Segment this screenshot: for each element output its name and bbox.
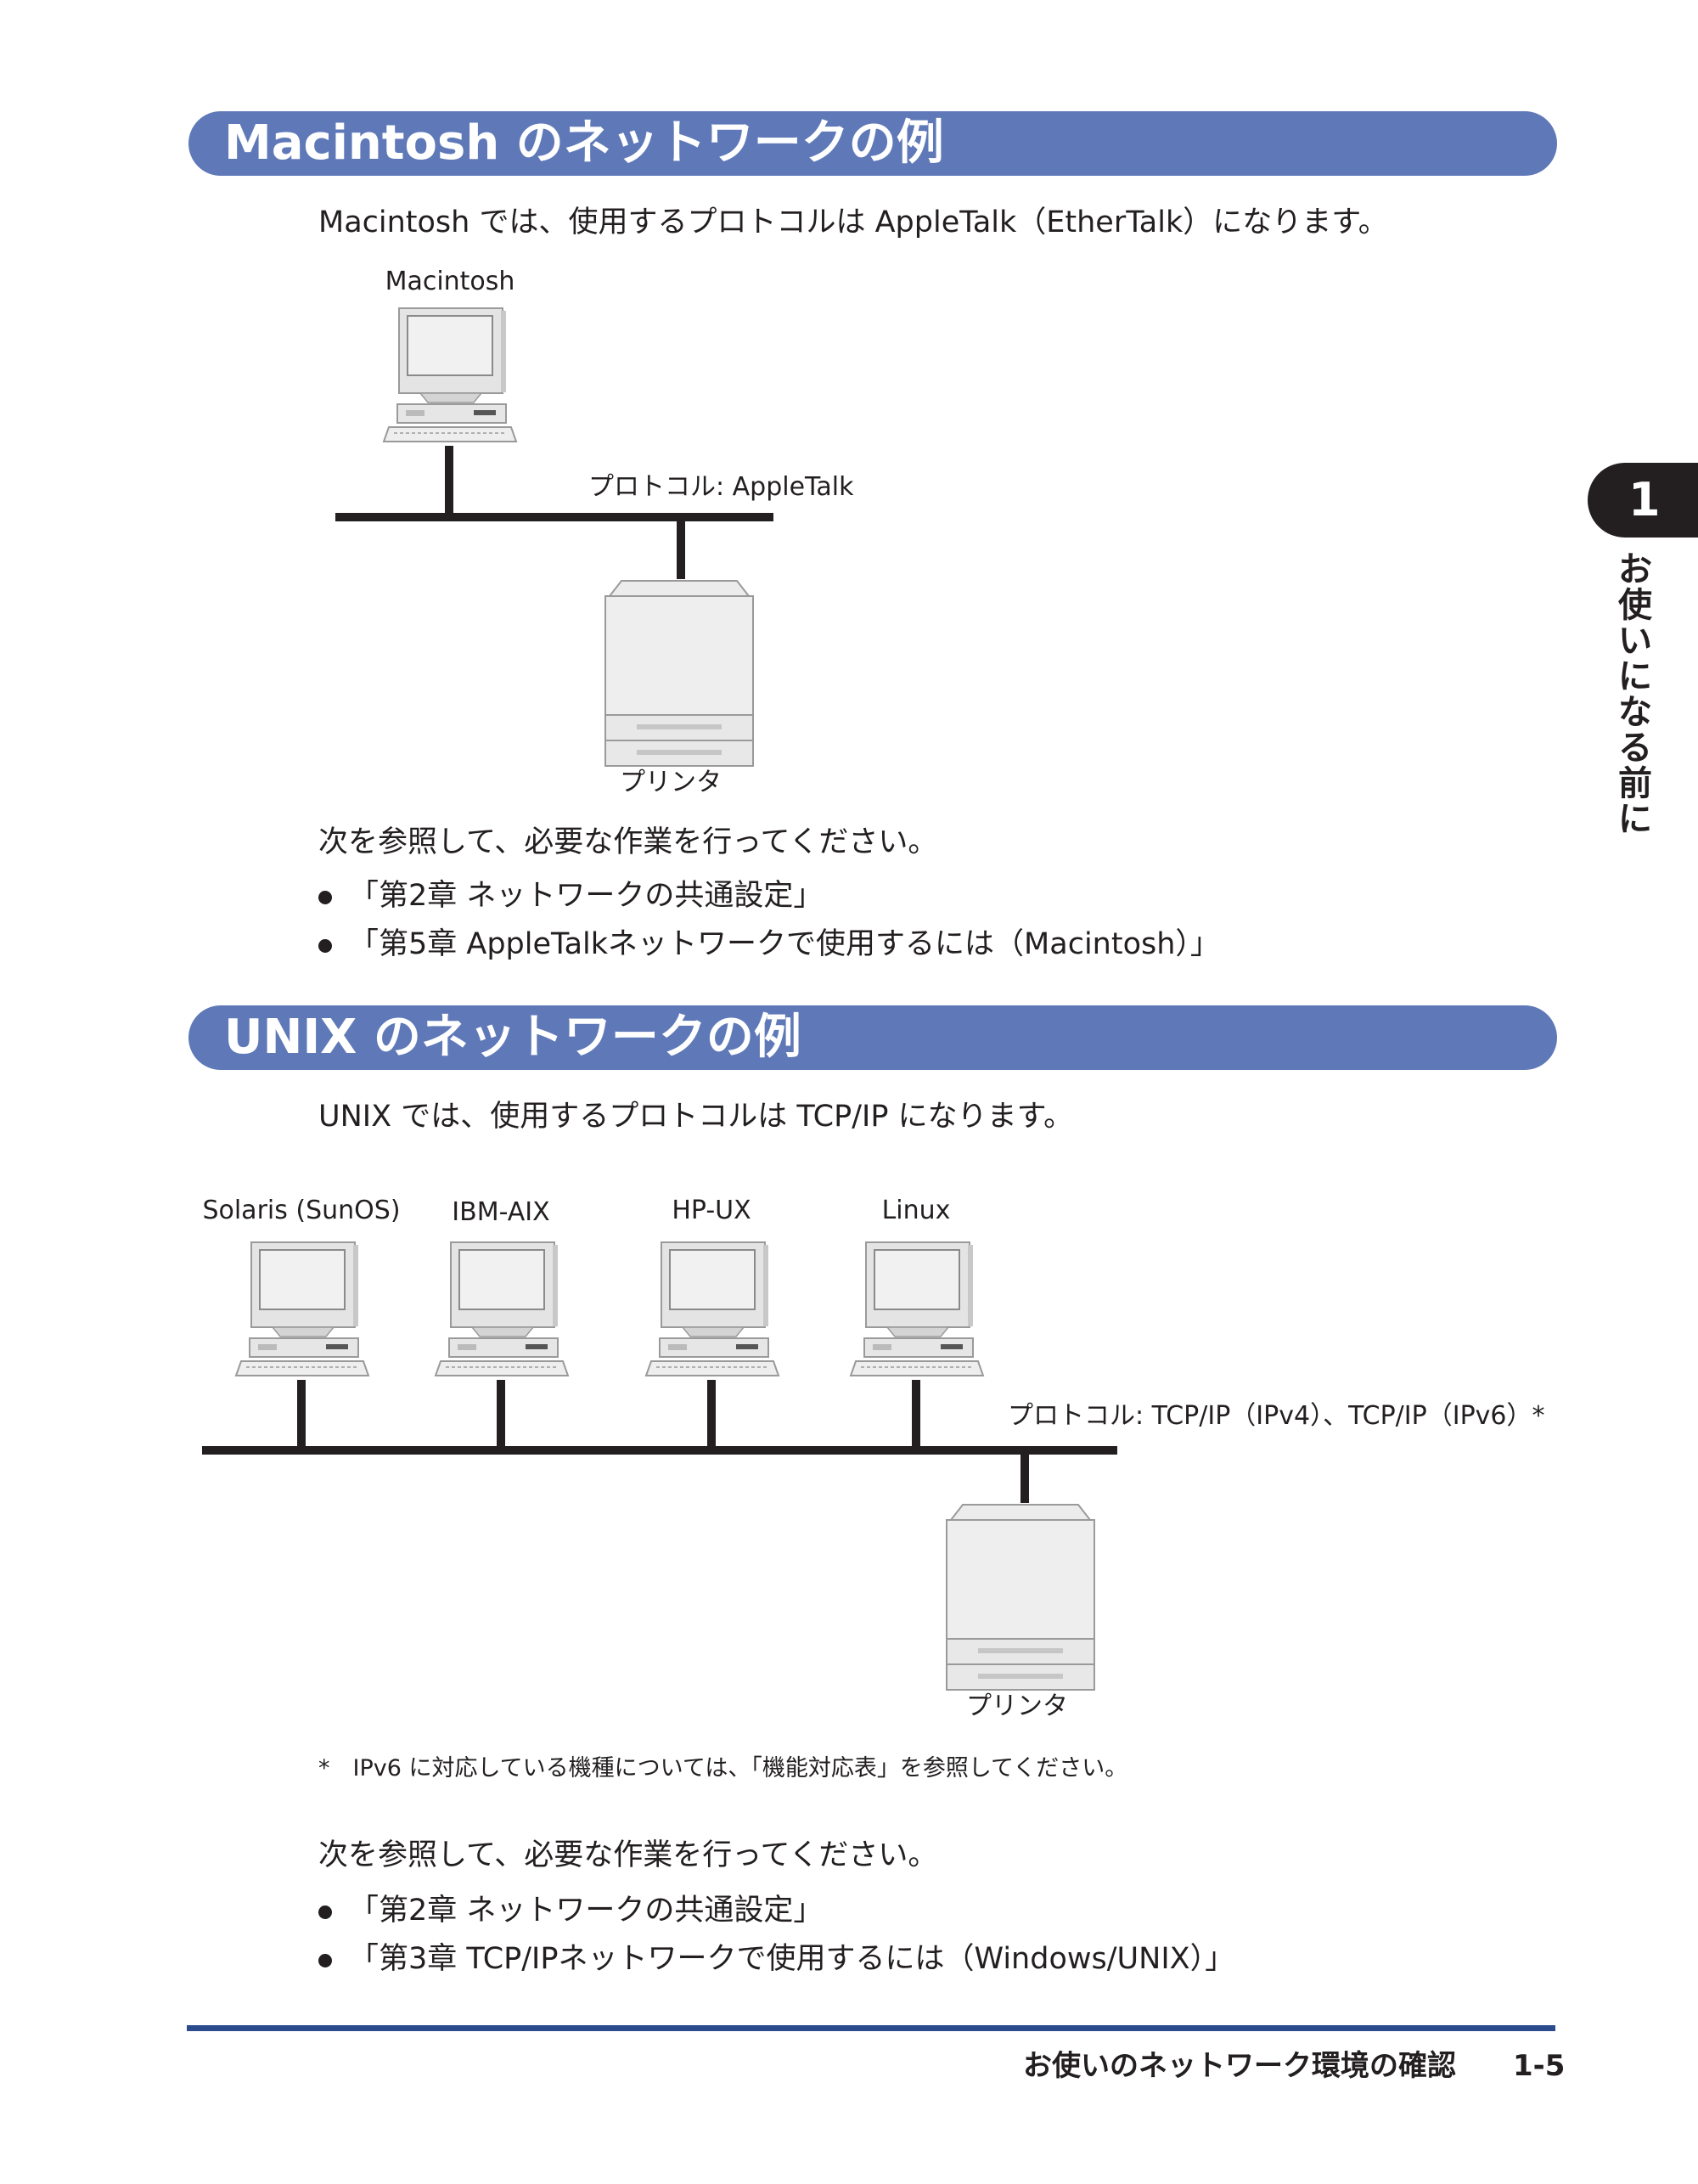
mac-computer-icon bbox=[383, 307, 517, 442]
unix-printer-label: プリンタ bbox=[966, 1691, 1068, 1721]
list-item: 「第2章 ネットワークの共通設定」 bbox=[315, 1887, 1234, 1935]
unix-computer-icon bbox=[850, 1241, 984, 1376]
list-item: 「第5章 AppleTalkネットワークで使用するには（Macintosh）」 bbox=[315, 920, 1220, 969]
unix-printer-icon bbox=[946, 1504, 1095, 1691]
page-number: 1-5 bbox=[1513, 2049, 1566, 2083]
unix-intro-text: UNIX では、使用するプロトコルは TCP/IP になります。 bbox=[318, 1100, 1074, 1134]
unix-computer-label-hpux: HP-UX bbox=[672, 1196, 751, 1225]
unix-computer-icon bbox=[235, 1241, 369, 1376]
unix-computer-label-aix: IBM-AIX bbox=[452, 1197, 550, 1227]
mac-section-title: Macintosh のネットワークの例 bbox=[188, 111, 1557, 176]
mac-printer-label: プリンタ bbox=[620, 768, 722, 797]
ipv6-footnote: * IPv6 に対応している機種については、「機能対応表」を参照してください。 bbox=[318, 1755, 1128, 1782]
unix-computer-label-solaris: Solaris (SunOS) bbox=[202, 1196, 401, 1225]
unix-refer-text: 次を参照して、必要な作業を行ってください。 bbox=[318, 1838, 938, 1872]
mac-protocol-label: プロトコル: AppleTalk bbox=[588, 472, 854, 502]
mac-computer-label: Macintosh bbox=[385, 267, 515, 296]
mac-refer-text: 次を参照して、必要な作業を行ってください。 bbox=[318, 825, 938, 859]
chapter-title-vertical: お使いになる前に bbox=[1618, 550, 1652, 839]
mac-reference-list: 「第2章 ネットワークの共通設定」 「第5章 AppleTalkネットワークで使… bbox=[315, 872, 1220, 969]
footer-rule bbox=[187, 2025, 1555, 2031]
list-item: 「第3章 TCP/IPネットワークで使用するには（Windows/UNIX）」 bbox=[315, 1935, 1234, 1984]
unix-computer-icon bbox=[435, 1241, 569, 1376]
unix-section-title: UNIX のネットワークの例 bbox=[188, 1005, 1557, 1070]
footer-title: お使いのネットワーク環境の確認 bbox=[1023, 2049, 1456, 2083]
chapter-number-tab: 1 bbox=[1588, 463, 1698, 538]
unix-reference-list: 「第2章 ネットワークの共通設定」 「第3章 TCP/IPネットワークで使用する… bbox=[315, 1887, 1234, 1984]
list-item: 「第2章 ネットワークの共通設定」 bbox=[315, 872, 1220, 920]
unix-computer-label-linux: Linux bbox=[881, 1196, 951, 1225]
unix-computer-icon bbox=[645, 1241, 779, 1376]
mac-intro-text: Macintosh では、使用するプロトコルは AppleTalk（EtherT… bbox=[318, 205, 1388, 239]
mac-printer-icon bbox=[604, 580, 754, 767]
unix-protocol-label: プロトコル: TCP/IP（IPv4）、TCP/IP（IPv6）* bbox=[1008, 1401, 1545, 1431]
